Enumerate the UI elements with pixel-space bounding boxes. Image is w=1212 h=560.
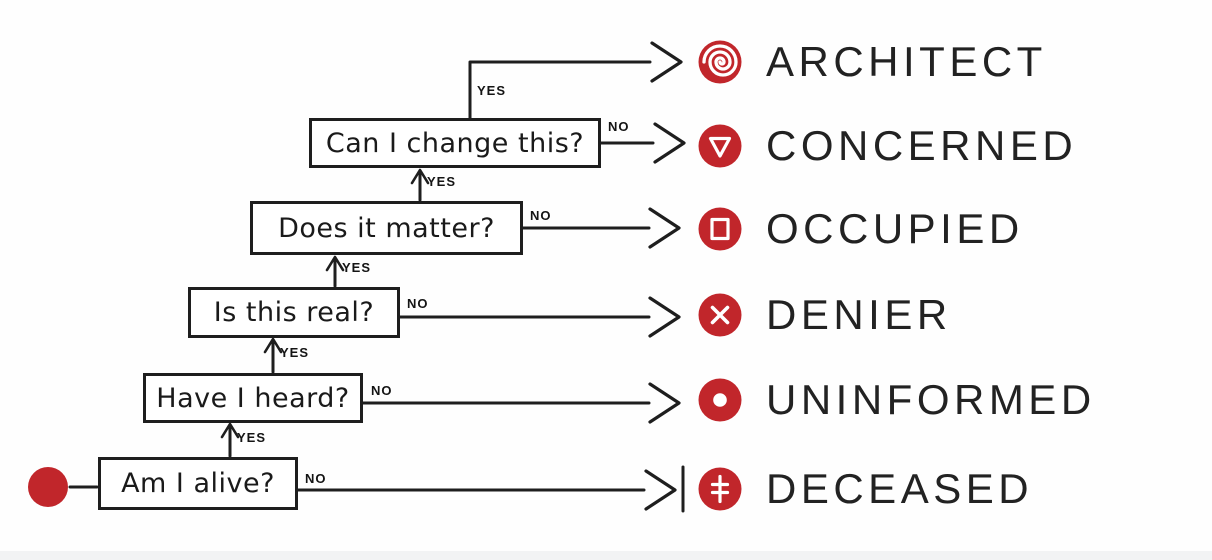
up-arrowhead-4-icon xyxy=(410,168,430,185)
outcome-label-concerned: CONCERNED xyxy=(766,122,1078,169)
question-box-have-i-heard: Have I heard? xyxy=(143,373,363,423)
up-arrowhead-2-icon xyxy=(263,337,283,354)
outcome-label-uninformed: UNINFORMED xyxy=(766,376,1096,423)
question-box-can-i-change-this: Can I change this? xyxy=(309,118,601,168)
no-label-2: NO xyxy=(371,383,393,398)
no-label-3: NO xyxy=(407,296,429,311)
arrowhead-uninformed-icon xyxy=(648,382,681,424)
question-box-am-i-alive: Am I alive? xyxy=(98,457,298,510)
question-box-is-this-real: Is this real? xyxy=(188,287,400,338)
no-label-1: NO xyxy=(305,471,327,486)
outcome-label-occupied: OCCUPIED xyxy=(766,205,1024,252)
outcome-label-deceased: DECEASED xyxy=(766,465,1034,512)
arrowhead-occupied-icon xyxy=(648,207,681,249)
outcome-label-architect: ARCHITECT xyxy=(766,38,1047,85)
double-cross-icon xyxy=(698,467,742,511)
bottom-divider-bar xyxy=(0,551,1212,560)
yes-label-2: YES xyxy=(280,345,310,360)
question-box-does-it-matter: Does it matter? xyxy=(250,201,523,255)
yes-label-4: YES xyxy=(427,174,457,189)
up-arrowhead-1-icon xyxy=(220,422,240,439)
no-label-4: NO xyxy=(530,208,552,223)
arrowhead-concerned-icon xyxy=(653,122,686,164)
arrowhead-denier-icon xyxy=(648,296,681,338)
square-icon xyxy=(698,207,742,251)
yes-label-5: YES xyxy=(477,83,507,98)
dot-icon xyxy=(698,378,742,422)
no-label-5: NO xyxy=(608,119,630,134)
spiral-icon xyxy=(698,40,742,84)
arrowhead-deceased-icon xyxy=(644,469,677,511)
arrowhead-architect-icon xyxy=(650,41,683,83)
yes-line-architect xyxy=(468,60,652,120)
yes-label-3: YES xyxy=(342,260,372,275)
triangle-down-icon xyxy=(698,124,742,168)
up-arrowhead-3-icon xyxy=(325,255,345,272)
yes-label-1: YES xyxy=(237,430,267,445)
x-icon xyxy=(698,293,742,337)
outcome-label-denier: DENIER xyxy=(766,291,952,338)
start-dot-icon xyxy=(28,467,68,507)
